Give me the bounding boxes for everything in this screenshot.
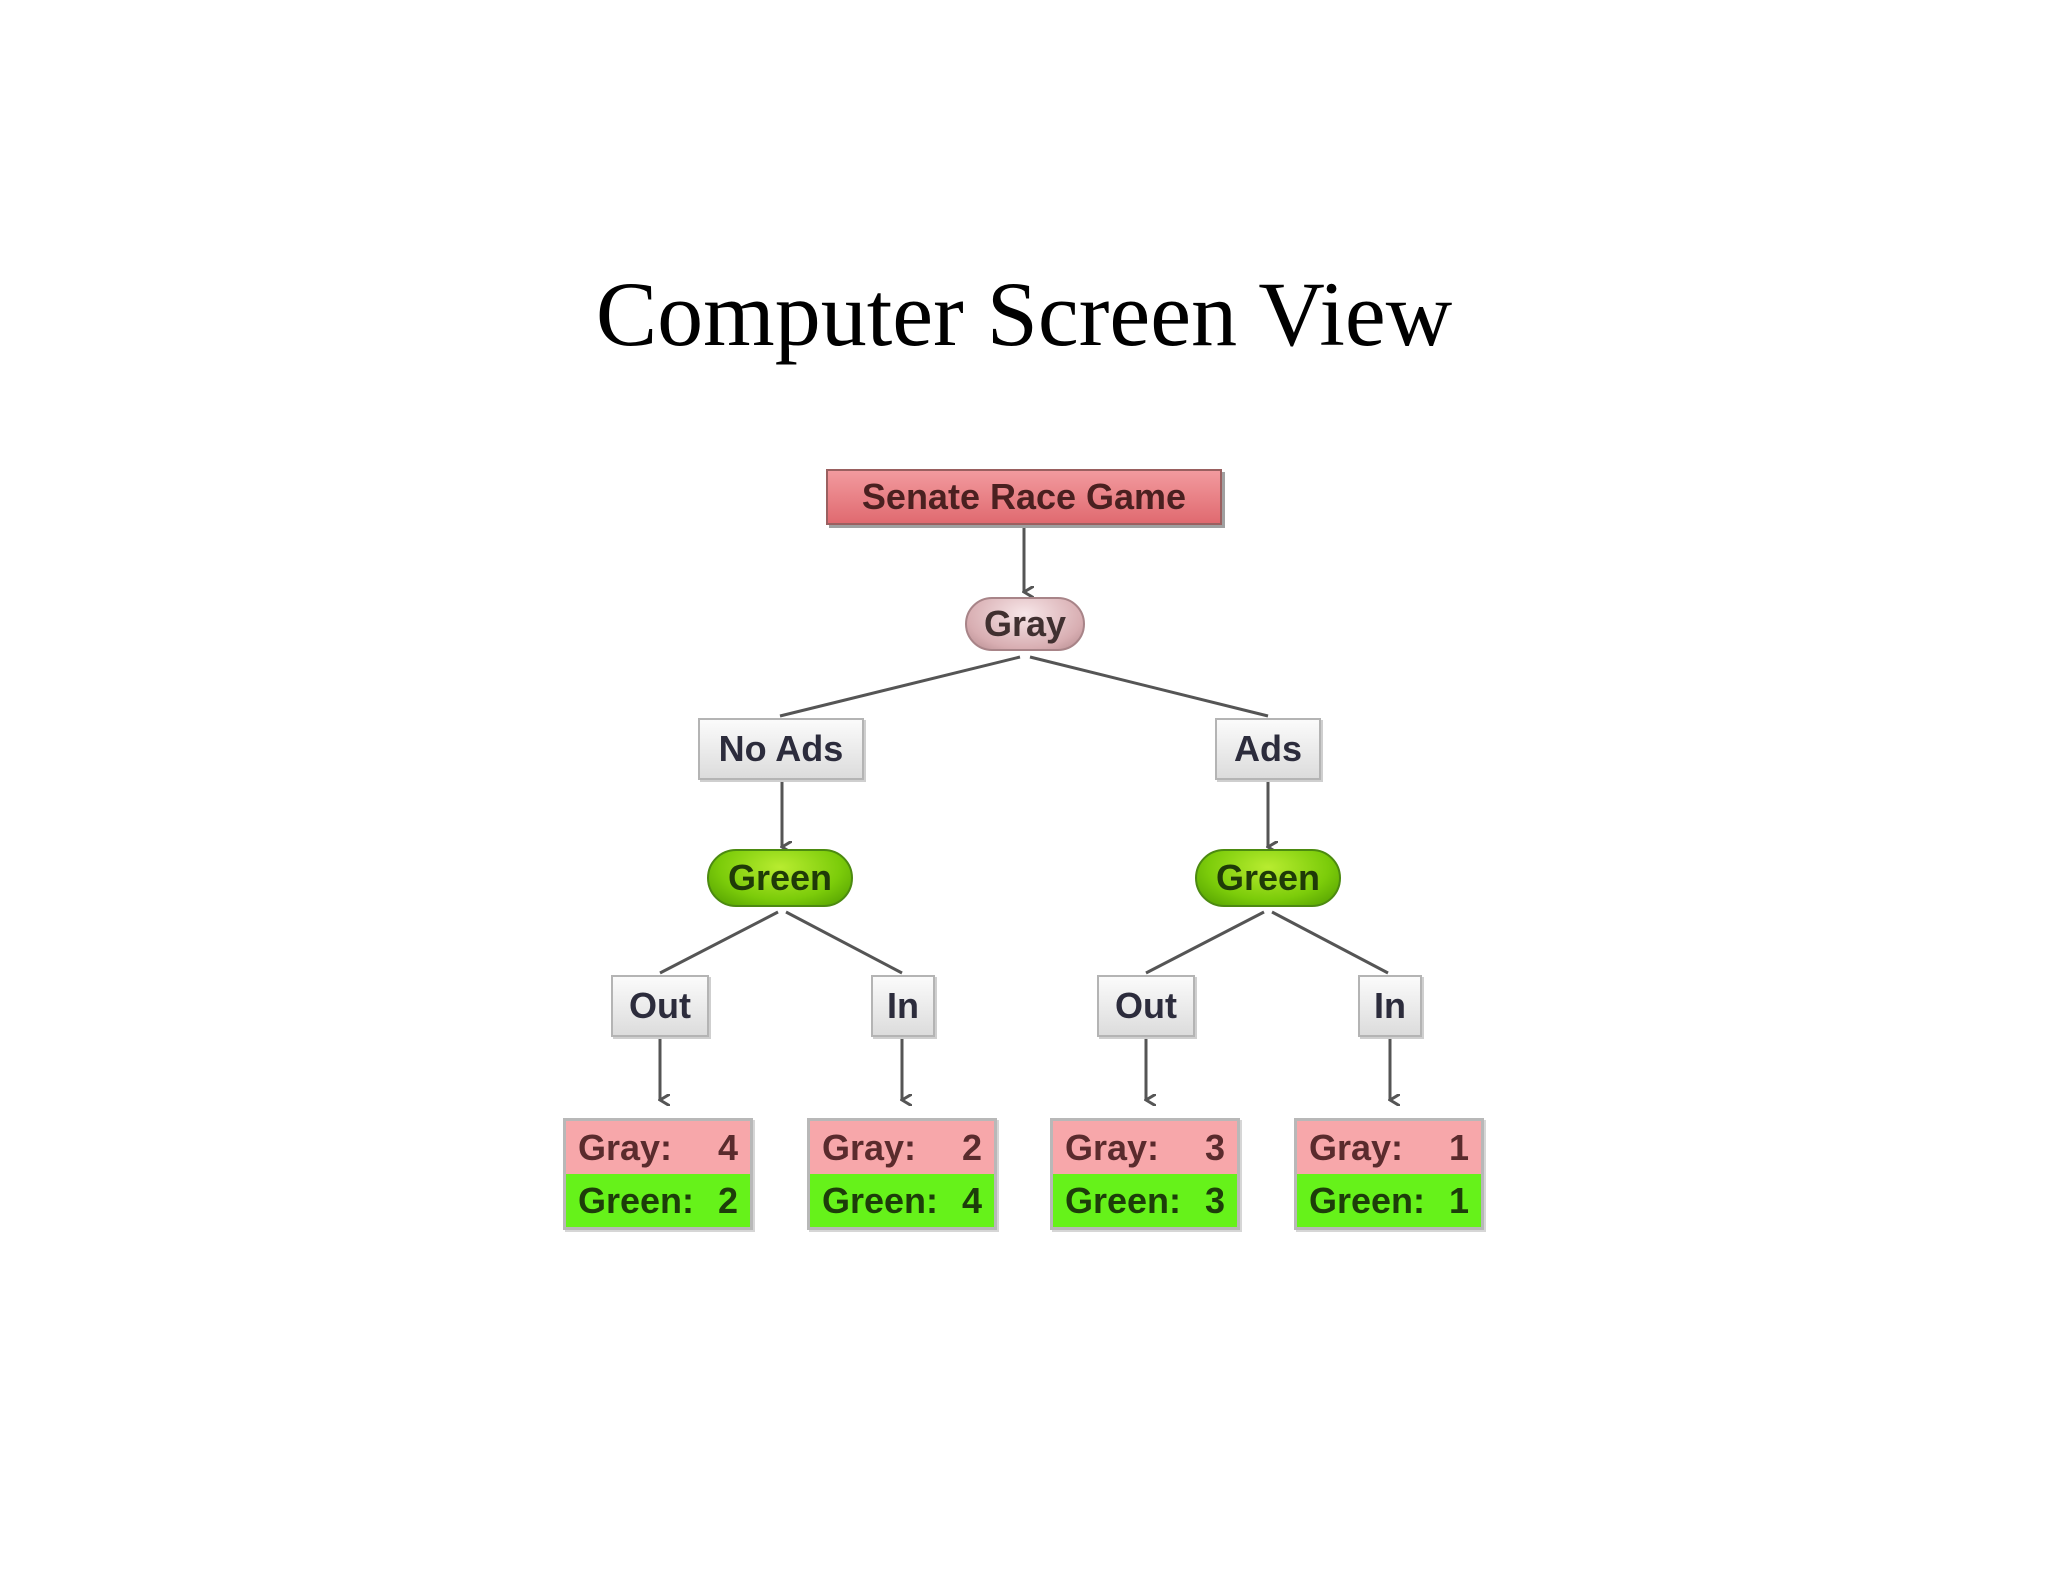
edge-green-left-to-out [659,910,779,975]
green-payoff-row: Green: 3 [1053,1174,1237,1227]
gray-player-node: Gray [965,597,1085,651]
green-payoff-value: 3 [1204,1179,1225,1221]
action-out-left: Out [611,975,709,1037]
payoff-box: Gray: 3 Green: 3 [1050,1118,1240,1230]
gray-payoff-label: Gray: [578,1126,673,1168]
green-payoff-row: Green: 2 [566,1174,750,1227]
edge-green-right-to-out [1145,910,1265,975]
green-payoff-value: 1 [1448,1179,1469,1221]
green-payoff-value: 4 [961,1179,982,1221]
gray-payoff-value: 2 [961,1126,982,1168]
green-payoff-value: 2 [717,1179,738,1221]
green-payoff-row: Green: 4 [810,1174,994,1227]
gray-payoff-row: Gray: 3 [1053,1121,1237,1174]
edge-gray-to-no-ads [779,655,1021,718]
gray-payoff-value: 3 [1204,1126,1225,1168]
gray-payoff-row: Gray: 4 [566,1121,750,1174]
green-player-node-left: Green [707,849,853,907]
page-title: Computer Screen View [595,263,1453,365]
gray-payoff-value: 4 [717,1126,738,1168]
action-no-ads: No Ads [698,718,864,780]
action-in-right: In [1358,975,1422,1037]
payoff-box: Gray: 1 Green: 1 [1294,1118,1484,1230]
action-ads: Ads [1215,718,1321,780]
edge-green-left-to-in [785,910,903,975]
edge-green-right-to-in [1271,910,1389,975]
gray-payoff-label: Gray: [1065,1126,1160,1168]
gray-payoff-row: Gray: 2 [810,1121,994,1174]
green-payoff-label: Green: [1065,1179,1182,1221]
gray-payoff-value: 1 [1448,1126,1469,1168]
payoff-box: Gray: 4 Green: 2 [563,1118,753,1230]
green-payoff-label: Green: [578,1179,695,1221]
green-payoff-label: Green: [1309,1179,1426,1221]
green-player-node-right: Green [1195,849,1341,907]
action-out-right: Out [1097,975,1195,1037]
action-in-left: In [871,975,935,1037]
payoff-box: Gray: 2 Green: 4 [807,1118,997,1230]
gray-payoff-label: Gray: [1309,1126,1404,1168]
green-payoff-row: Green: 1 [1297,1174,1481,1227]
green-payoff-label: Green: [822,1179,939,1221]
gray-payoff-label: Gray: [822,1126,917,1168]
root-node: Senate Race Game [826,469,1222,525]
gray-payoff-row: Gray: 1 [1297,1121,1481,1174]
edge-gray-to-ads [1029,655,1269,718]
